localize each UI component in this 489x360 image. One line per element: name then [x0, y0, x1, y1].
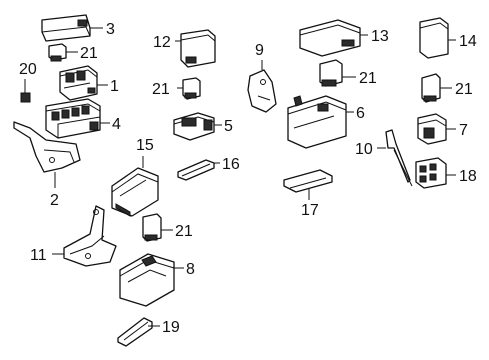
callout-15: 15 — [136, 137, 154, 154]
callout-17: 17 — [301, 202, 319, 219]
callout-10: 10 — [355, 141, 373, 158]
part-6-fuse-box — [287, 95, 347, 149]
part-12-relay — [180, 29, 216, 68]
part-18-connector — [415, 157, 447, 189]
part-10-fuse-puller — [385, 129, 413, 187]
callout-18: 18 — [459, 168, 477, 185]
part-21-relay-b — [182, 77, 201, 100]
callout-14: 14 — [459, 33, 477, 50]
callout-20: 20 — [19, 61, 37, 78]
part-19-clip — [117, 317, 153, 347]
callout-2: 2 — [50, 192, 59, 209]
part-8-fuse-box — [119, 253, 175, 307]
callout-21-b: 21 — [152, 81, 170, 98]
callout-21-c: 21 — [175, 223, 193, 240]
part-15-module — [111, 167, 159, 217]
callout-13: 13 — [371, 28, 389, 45]
part-17-clip — [283, 169, 333, 193]
callout-21-e: 21 — [455, 81, 473, 98]
part-9-bracket — [247, 69, 277, 113]
callout-4: 4 — [112, 116, 121, 133]
callout-11: 11 — [30, 247, 47, 264]
callout-7: 7 — [459, 122, 468, 139]
part-4-fuse-box — [45, 98, 101, 139]
callout-16: 16 — [222, 156, 240, 173]
callout-5: 5 — [224, 118, 233, 135]
part-20-fuse — [20, 92, 31, 103]
callout-21-d: 21 — [359, 70, 377, 87]
part-11-bracket — [63, 205, 117, 267]
part-3-relay — [41, 14, 91, 42]
callout-8: 8 — [186, 261, 195, 278]
part-2-bracket — [13, 121, 81, 173]
part-7-relay-holder — [417, 113, 447, 145]
callout-12: 12 — [153, 34, 171, 51]
part-14-relay — [419, 17, 449, 59]
part-16-clip — [177, 159, 215, 181]
part-13-cover — [299, 19, 361, 57]
part-21-relay-d — [319, 59, 343, 87]
part-5-relay-holder — [173, 112, 215, 141]
part-21-relay-a — [48, 43, 67, 62]
part-21-relay-c — [142, 213, 162, 242]
callout-1: 1 — [110, 78, 119, 95]
callout-21-a: 21 — [80, 45, 98, 62]
callout-19: 19 — [162, 319, 180, 336]
callout-3: 3 — [106, 21, 115, 38]
callout-9: 9 — [255, 42, 264, 59]
part-1-relay-block — [59, 65, 98, 101]
part-21-relay-e — [421, 73, 441, 103]
callout-6: 6 — [356, 105, 365, 122]
